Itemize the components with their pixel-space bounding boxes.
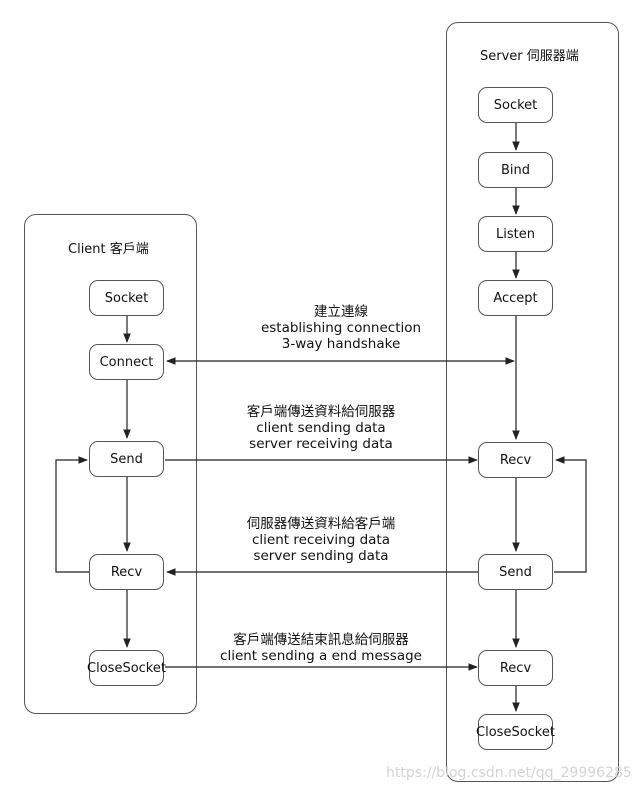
client-send-label-line-1: 客戶端傳送資料給伺服器 bbox=[246, 404, 396, 420]
arrow-server-loop bbox=[554, 456, 587, 573]
server-panel bbox=[446, 22, 619, 782]
end-message-label: 客戶端傳送結束訊息給伺服器 client sending a end messa… bbox=[201, 632, 441, 664]
end-message-label-line-2: client sending a end message bbox=[220, 648, 422, 664]
server-recv2-box[interactable]: Recv bbox=[478, 650, 553, 686]
server-accept-box[interactable]: Accept bbox=[478, 280, 553, 316]
server-socket-box[interactable]: Socket bbox=[478, 87, 553, 123]
server-send-box[interactable]: Send bbox=[478, 554, 553, 590]
handshake-label-line-1: 建立連線 bbox=[314, 304, 368, 320]
client-send-label-line-2: client sending data bbox=[256, 420, 386, 436]
server-recv-box[interactable]: Recv bbox=[478, 442, 553, 478]
server-bind-box[interactable]: Bind bbox=[478, 152, 553, 188]
handshake-label: 建立連線 establishing connection 3-way hands… bbox=[241, 304, 441, 352]
watermark-text: https://blog.csdn.net/qq_29996285 bbox=[386, 765, 632, 781]
server-closesocket-box[interactable]: CloseSocket bbox=[476, 714, 555, 750]
server-send-label-line-1: 伺服器傳送資料給客戶端 bbox=[246, 516, 396, 532]
arrow-client-loop bbox=[55, 456, 89, 573]
handshake-label-line-2: establishing connection bbox=[260, 320, 422, 336]
server-send-label: 伺服器傳送資料給客戶端 client receiving data server… bbox=[221, 516, 421, 564]
client-send-label: 客戶端傳送資料給伺服器 client sending data server r… bbox=[221, 404, 421, 452]
client-panel-title: Client 客戶端 bbox=[68, 242, 149, 257]
client-socket-box[interactable]: Socket bbox=[89, 280, 164, 316]
client-recv-box[interactable]: Recv bbox=[89, 554, 164, 590]
client-closesocket-box[interactable]: CloseSocket bbox=[87, 650, 166, 686]
client-connect-box[interactable]: Connect bbox=[89, 344, 164, 380]
client-panel bbox=[24, 214, 197, 714]
end-message-label-line-1: 客戶端傳送結束訊息給伺服器 bbox=[233, 632, 409, 648]
server-send-label-line-2: client receiving data bbox=[252, 532, 390, 548]
server-panel-title: Server 伺服器端 bbox=[480, 49, 579, 64]
client-send-label-line-3: server receiving data bbox=[249, 436, 393, 452]
client-send-box[interactable]: Send bbox=[89, 441, 164, 477]
server-listen-box[interactable]: Listen bbox=[478, 216, 553, 252]
handshake-label-line-3: 3-way handshake bbox=[281, 336, 401, 352]
server-send-label-line-3: server sending data bbox=[253, 548, 389, 564]
